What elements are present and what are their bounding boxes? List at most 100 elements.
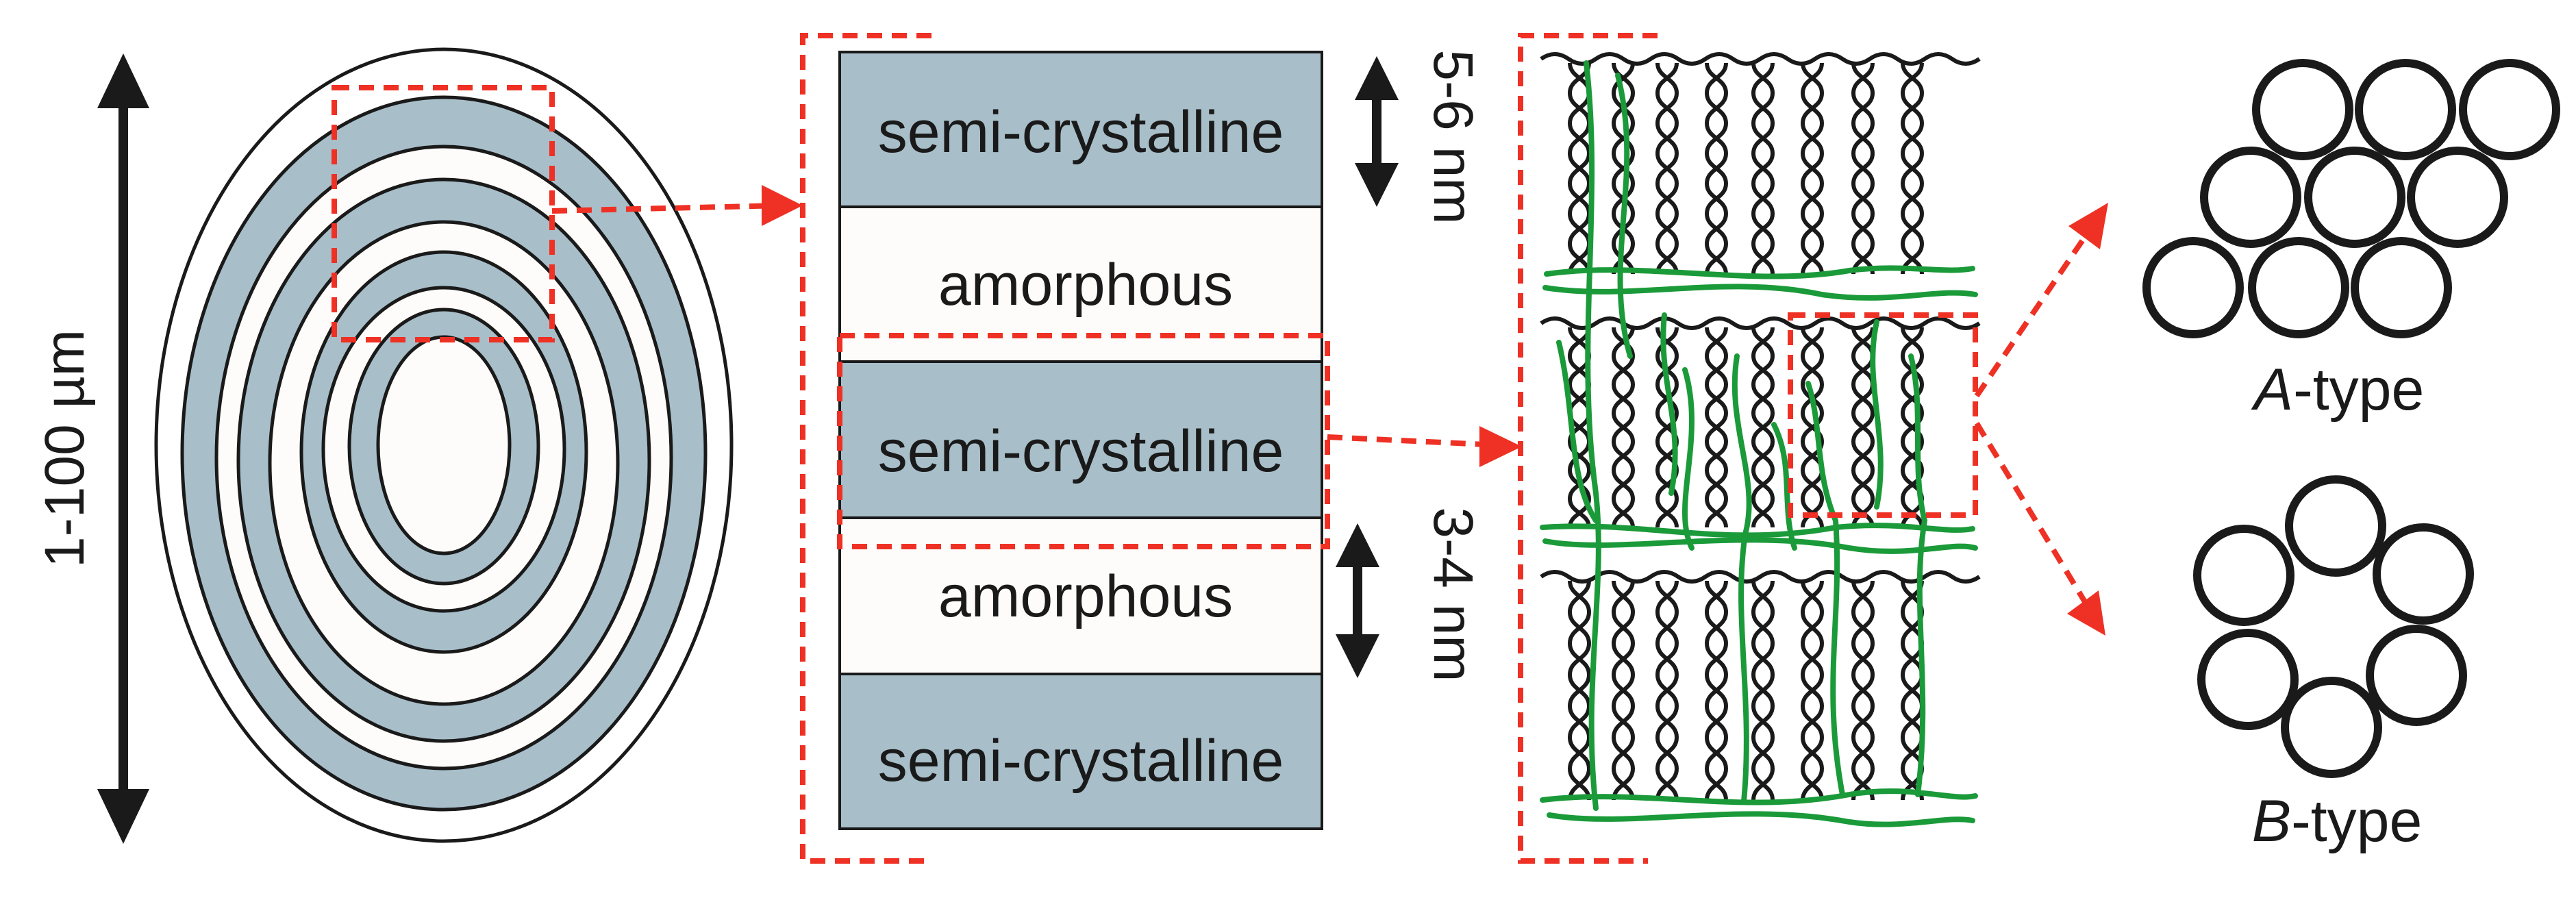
layer-label-2: amorphous [938,252,1233,318]
double-helix [1655,62,1679,275]
double-helix [1751,580,1775,801]
b-type-helix-circle [2281,677,2382,778]
lamellae-bracket [800,33,931,864]
amylopectin-chain [1547,811,1975,827]
size-arrow [97,53,149,844]
granule-group: 1-100 µm [34,47,803,844]
double-helix [1851,327,1875,528]
a-type-helix-circle [2252,59,2353,160]
amorphous-thickness-label: 3-4 nm [1422,507,1484,682]
lamella-layer-5 [838,673,1323,830]
a-type-helix-circle [2248,237,2349,338]
helix-zoom-box [1788,312,1978,518]
layer-label-1: semi-crystalline [878,99,1284,165]
arrow-head-icon [2067,590,2105,636]
amylopectin-chain [1542,537,1978,554]
zoom-arrow-a [1974,231,2090,398]
double-helix [1704,580,1729,801]
a-type-label: A-type [2251,357,2425,423]
cluster-bracket [1518,33,1658,864]
zoom-arrow-1 [551,203,781,214]
a-type-helix-circle [2304,147,2405,248]
amylopectin-chain [1584,60,1601,811]
amylopectin-chain [1542,284,1978,301]
hilum [376,335,512,555]
arrow-head-icon [762,185,803,226]
amylopectin-chain [1556,340,1599,523]
cluster-group [1518,33,2108,864]
double-helix [1567,62,1592,275]
b-type-label: B-type [2252,788,2423,854]
double-helix [1751,327,1775,528]
amylopectin-chain [1660,312,1678,496]
a-type-helix-circle [2407,147,2508,248]
growth-rings [154,47,734,843]
lamellae-group: semi-crystalline amorphous semi-crystall… [800,33,1522,864]
a-type-helix-circle [2142,237,2244,338]
a-type-helix-circle [2355,59,2456,160]
granule-size-label: 1-100 µm [34,329,96,568]
b-type-packing: B-type [2193,475,2474,854]
double-helix [1655,327,1679,528]
double-arrow-vertical-icon [97,53,149,108]
b-type-letter: B [2252,788,2291,854]
crystalline-thickness-arrow [1355,56,1399,207]
b-type-suffix: -type [2291,788,2422,854]
helix-cap-line [1540,570,1981,584]
helix-cap-line [1540,316,1981,330]
amylopectin-chain [1682,367,1695,551]
amylopectin-chain [1870,319,1884,510]
layer-label-3: semi-crystalline [878,418,1284,484]
helix-cap-line [1540,52,1981,66]
b-type-helix-circle [2285,475,2386,577]
double-helix [1800,580,1825,801]
granule-zoom-box [332,85,555,342]
amylopectin-chain [1615,73,1633,359]
double-arrow-vertical-icon [1355,56,1399,100]
amorphous-thickness-arrow [1336,523,1379,678]
a-type-helix-circle [2200,147,2301,248]
double-arrow-vertical-icon [1355,163,1399,207]
b-type-helix-circle [2373,523,2474,625]
a-type-packing: A-type [2142,59,2560,423]
lamella-layer-1 [838,51,1323,208]
double-arrow-vertical-icon [97,789,149,844]
zoom-arrow-2 [1327,434,1501,448]
b-type-helix-circle [2366,625,2467,726]
double-arrow-vertical-icon [1336,634,1379,678]
a-type-helix-circle [2351,237,2452,338]
double-helix [1611,327,1636,528]
layer-label-4: amorphous [938,564,1233,629]
double-helix [1800,327,1825,528]
amylopectin-chain [1540,788,1978,805]
amylopectin-chain [1805,381,1845,797]
double-helix [1851,580,1875,801]
double-helix [1567,580,1592,801]
double-helix [1704,62,1729,275]
double-arrow-vertical-icon [1336,523,1379,567]
a-type-suffix: -type [2293,357,2424,423]
layer-label-5: semi-crystalline [878,728,1284,794]
amylopectin-chain [1544,265,1975,279]
arrow-head-icon [1479,426,1522,467]
a-type-helix-circle [2459,59,2560,160]
double-helix [1611,62,1636,275]
zoom-arrow-b [1974,421,2089,606]
b-type-helix-circles [2193,475,2474,778]
double-helix [1655,580,1679,801]
double-helix [1800,62,1825,275]
amylopectin-chain [1908,353,1928,797]
b-type-helix-circle [2193,525,2294,626]
double-helix [1900,62,1925,275]
double-helices [1540,52,1981,801]
amylopectin-chains [1540,60,1978,827]
double-helix [1611,580,1636,801]
arrow-head-icon [2068,203,2108,249]
amylopectin-chain [1540,523,1975,538]
crystalline-thickness-label: 5-6 nm [1422,49,1484,224]
double-helix [1751,62,1775,275]
a-type-helix-circles [2142,59,2560,338]
double-helix [1851,62,1875,275]
